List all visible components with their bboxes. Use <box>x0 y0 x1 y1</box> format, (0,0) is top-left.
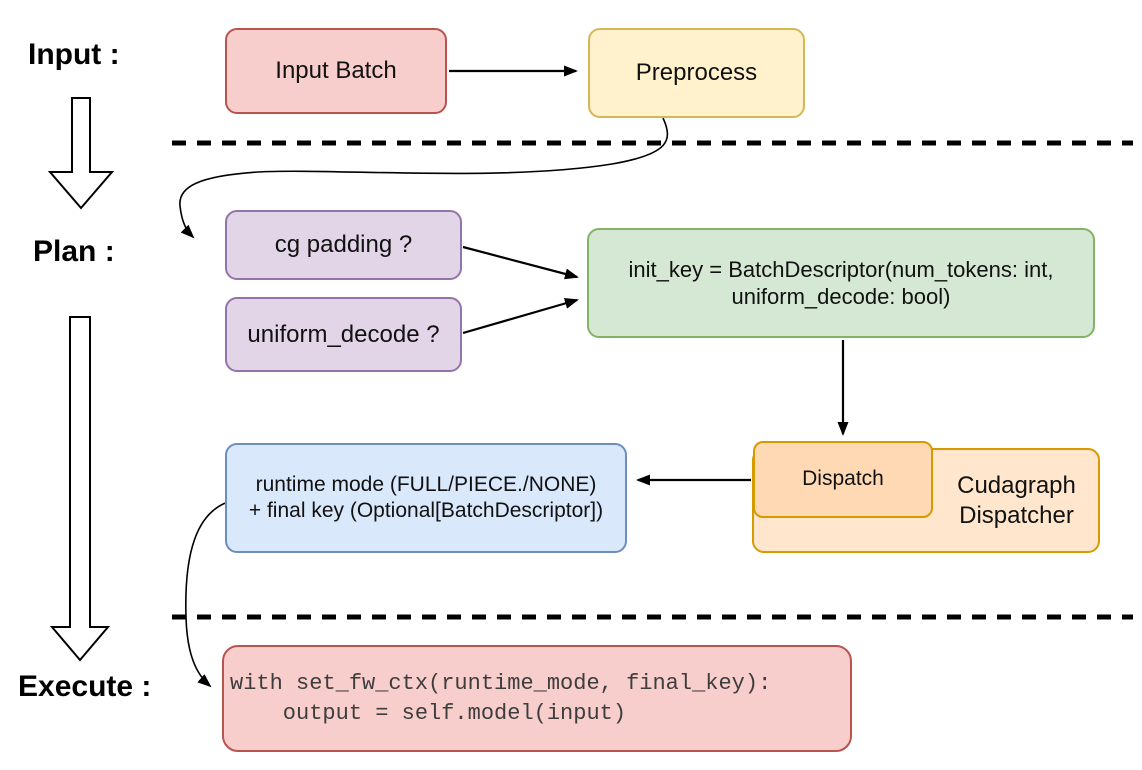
node-input-batch: Input Batch <box>225 28 447 114</box>
node-cg-padding-label: cg padding ? <box>274 231 413 258</box>
arrow-uniformdecode-to-initkey <box>462 298 579 335</box>
node-runtime-result: runtime mode (FULL/PIECE./NONE) + final … <box>225 443 627 553</box>
node-init-key: init_key = BatchDescriptor(num_tokens: i… <box>587 228 1095 338</box>
node-input-batch-label: Input Batch <box>275 57 397 84</box>
execute-code-line1: with set_fw_ctx(runtime_mode, final_key)… <box>230 670 772 696</box>
node-dispatch-label: Dispatch <box>802 467 884 491</box>
node-runtime-result-line2: + final key (Optional[BatchDescriptor]) <box>248 499 604 522</box>
section-label-plan: Plan : <box>33 235 115 268</box>
node-execute-code: with set_fw_ctx(runtime_mode, final_key)… <box>222 645 852 752</box>
block-arrow-plan-to-execute <box>49 316 111 662</box>
node-preprocess-label: Preprocess <box>635 59 758 86</box>
node-runtime-result-line1: runtime mode (FULL/PIECE./NONE) <box>255 472 597 496</box>
arrow-cgpadding-to-initkey <box>462 245 579 280</box>
arrow-preprocess-to-cgpadding <box>179 117 669 239</box>
node-uniform-decode-label: uniform_decode ? <box>247 320 440 348</box>
section-label-input: Input : <box>28 38 120 71</box>
execute-code-line2: output = self.model(input) <box>230 700 627 726</box>
section-label-execute: Execute : <box>18 670 152 703</box>
node-uniform-decode: uniform_decode ? <box>225 297 462 372</box>
node-cudagraph-dispatcher-label: Cudagraph Dispatcher <box>957 471 1076 529</box>
arrow-runtime-to-executecode <box>185 501 229 688</box>
node-init-key-line2: uniform_decode: bool) <box>731 284 951 309</box>
block-arrow-input-to-plan <box>47 97 115 210</box>
node-preprocess: Preprocess <box>588 28 805 118</box>
node-dispatch: Dispatch <box>753 441 933 518</box>
node-cg-padding: cg padding ? <box>225 210 462 280</box>
node-init-key-line1: init_key = BatchDescriptor(num_tokens: i… <box>628 256 1054 282</box>
